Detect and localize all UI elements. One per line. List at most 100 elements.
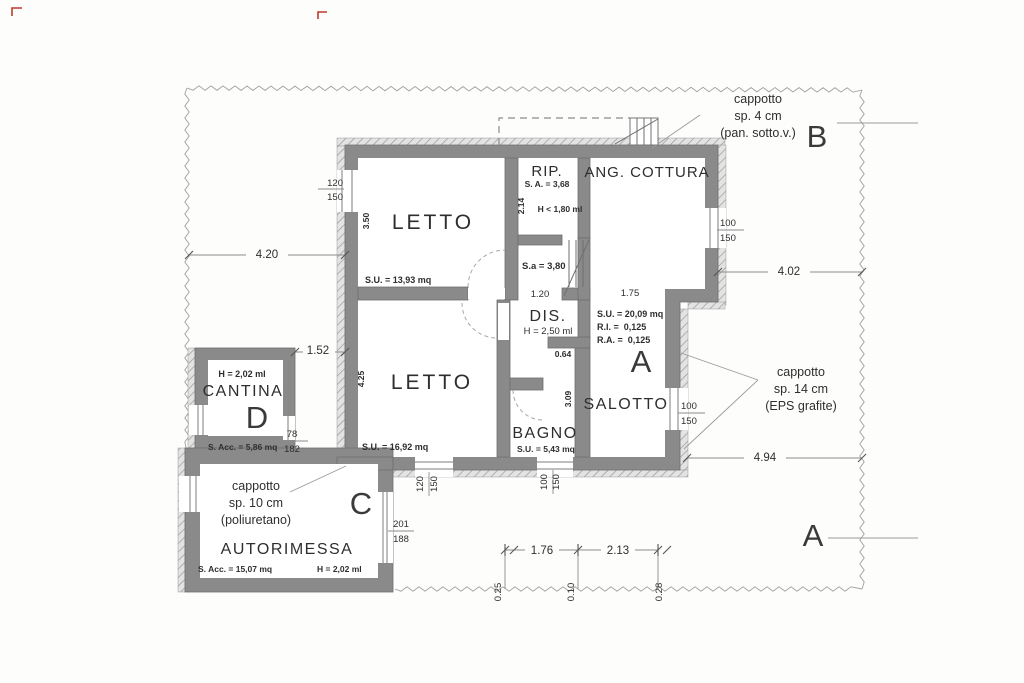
main-building-walls bbox=[344, 144, 719, 471]
window-label-letto2: 120 150 bbox=[415, 472, 440, 496]
dim-1-20: 1.20 bbox=[531, 289, 550, 300]
dim-0-28: 0.28 bbox=[654, 583, 665, 602]
svg-text:120: 120 bbox=[415, 476, 426, 492]
dim-2-13: 2.13 bbox=[607, 545, 629, 557]
door-cantina bbox=[283, 416, 295, 440]
interior-doors bbox=[461, 249, 544, 421]
crop-marks bbox=[11, 7, 327, 19]
window-label-cottura: 100 150 bbox=[717, 218, 744, 244]
room-label-dis: DIS. bbox=[529, 308, 566, 325]
svg-text:188: 188 bbox=[393, 534, 409, 545]
svg-text:182: 182 bbox=[284, 444, 300, 455]
dim-letto1-depth: 3.50 bbox=[361, 212, 371, 229]
unit-letter-a: A bbox=[631, 344, 652, 379]
dimension-lines: 4.20 1.52 4.02 4.94 1.76 2.13 0.25 0.10 … bbox=[184, 246, 867, 602]
svg-text:150: 150 bbox=[681, 416, 697, 427]
window-letto1 bbox=[337, 170, 358, 212]
dim-4-20: 4.20 bbox=[256, 249, 278, 261]
svg-text:150: 150 bbox=[720, 233, 736, 244]
height-rip: H < 1,80 ml bbox=[538, 204, 583, 214]
svg-text:sp. 14 cm: sp. 14 cm bbox=[774, 382, 828, 396]
balcony-outline bbox=[498, 117, 659, 146]
dim-letto2-depth: 4.25 bbox=[356, 370, 366, 387]
insulation-note-right: cappotto sp. 14 cm (EPS grafite) bbox=[765, 365, 837, 413]
window-salotto bbox=[665, 388, 688, 430]
svg-text:sp. 10 cm: sp. 10 cm bbox=[229, 496, 283, 510]
svg-text:cappotto: cappotto bbox=[777, 365, 825, 379]
area-cantina: S. Acc. = 5,86 mq bbox=[208, 442, 277, 452]
svg-text:(EPS grafite): (EPS grafite) bbox=[765, 399, 837, 413]
annotation-leaders bbox=[289, 114, 918, 539]
insulation-note-garage: cappotto sp. 10 cm (poliuretano) bbox=[221, 479, 291, 527]
svg-text:201: 201 bbox=[393, 519, 409, 530]
door-garage bbox=[378, 492, 393, 563]
window-label-letto1: 120 150 bbox=[318, 178, 344, 203]
insulation-note-top: cappotto sp. 4 cm (pan. sotto.v.) bbox=[720, 92, 796, 140]
height-cantina: H = 2,02 ml bbox=[218, 369, 265, 379]
window-cottura bbox=[705, 208, 726, 248]
door-label-cantina: 78 182 bbox=[276, 429, 308, 455]
dim-bagno-depth: 3.09 bbox=[563, 390, 573, 407]
crop-mark bbox=[11, 7, 22, 16]
section-marker-b: B bbox=[807, 119, 828, 154]
room-labels: LETTO S.U. = 13,93 mq 3.50 RIP. S. A. = … bbox=[198, 163, 709, 574]
windows bbox=[337, 170, 726, 477]
dim-0-10: 0.10 bbox=[566, 583, 577, 602]
area-letto1: S.U. = 13,93 mq bbox=[365, 275, 431, 285]
room-label-cottura: ANG. COTTURA bbox=[584, 164, 709, 181]
room-label-rip: RIP. bbox=[531, 163, 562, 180]
svg-text:78: 78 bbox=[287, 429, 298, 440]
dim-1-75: 1.75 bbox=[621, 288, 640, 299]
cantina-walls bbox=[189, 347, 296, 449]
dim-1-52: 1.52 bbox=[307, 345, 329, 357]
window-label-salotto: 100 150 bbox=[678, 401, 705, 427]
room-label-letto2: LETTO bbox=[391, 371, 473, 394]
room-label-letto1: LETTO bbox=[392, 211, 474, 234]
opening-labels: 120 150 100 150 100 150 120 150 100 150 … bbox=[276, 178, 744, 545]
svg-text:sp. 4 cm: sp. 4 cm bbox=[734, 109, 781, 123]
svg-text:100: 100 bbox=[720, 218, 736, 229]
area-garage: S. Acc. = 15,07 mq bbox=[198, 564, 272, 574]
dim-0-64: 0.64 bbox=[555, 349, 572, 359]
svg-text:cappotto: cappotto bbox=[734, 92, 782, 106]
garage-walls bbox=[179, 447, 394, 593]
unit-a-su: S.U. = 20,09 mq bbox=[597, 309, 663, 319]
area-bagno: S.U. = 5,43 mq bbox=[517, 444, 575, 454]
window-label-bagno: 100 150 bbox=[539, 470, 562, 494]
unit-letter-d: D bbox=[246, 400, 268, 435]
window-letto2 bbox=[415, 457, 453, 477]
stair-area: S.a = 3,80 bbox=[522, 261, 566, 272]
svg-text:100: 100 bbox=[681, 401, 697, 412]
dim-rip-depth: 2.14 bbox=[516, 197, 526, 214]
svg-text:150: 150 bbox=[429, 476, 440, 492]
window-cantina bbox=[189, 405, 208, 435]
window-garage bbox=[179, 476, 200, 512]
svg-text:150: 150 bbox=[327, 192, 343, 203]
svg-text:120: 120 bbox=[327, 178, 343, 189]
room-label-garage: AUTORIMESSA bbox=[221, 541, 354, 558]
svg-text:cappotto: cappotto bbox=[232, 479, 280, 493]
unit-letter-c: C bbox=[350, 486, 372, 521]
unit-a-ra: R.A. = 0,125 bbox=[597, 335, 650, 345]
unit-a-ri: R.I. = 0,125 bbox=[597, 322, 646, 332]
dim-1-76: 1.76 bbox=[531, 545, 553, 557]
insulation-notes: cappotto sp. 4 cm (pan. sotto.v.) cappot… bbox=[221, 92, 837, 553]
area-rip: S. A. = 3,68 bbox=[525, 179, 570, 189]
svg-text:100: 100 bbox=[539, 474, 550, 490]
room-label-cantina: CANTINA bbox=[203, 383, 284, 400]
dim-4-02: 4.02 bbox=[778, 266, 800, 278]
door-label-garage: 201 188 bbox=[388, 519, 414, 545]
room-label-salotto: SALOTTO bbox=[584, 396, 669, 413]
dim-0-25: 0.25 bbox=[493, 583, 504, 602]
section-marker-a: A bbox=[803, 518, 824, 553]
height-dis: H = 2,50 ml bbox=[524, 326, 573, 337]
door-arc-letto1 bbox=[467, 249, 506, 288]
svg-text:(poliuretano): (poliuretano) bbox=[221, 513, 291, 527]
height-garage: H = 2,02 ml bbox=[317, 564, 362, 574]
crop-mark bbox=[317, 11, 327, 19]
stairs-icon bbox=[563, 239, 590, 297]
door-arc-bagno bbox=[512, 389, 544, 421]
dim-4-94: 4.94 bbox=[754, 452, 777, 464]
